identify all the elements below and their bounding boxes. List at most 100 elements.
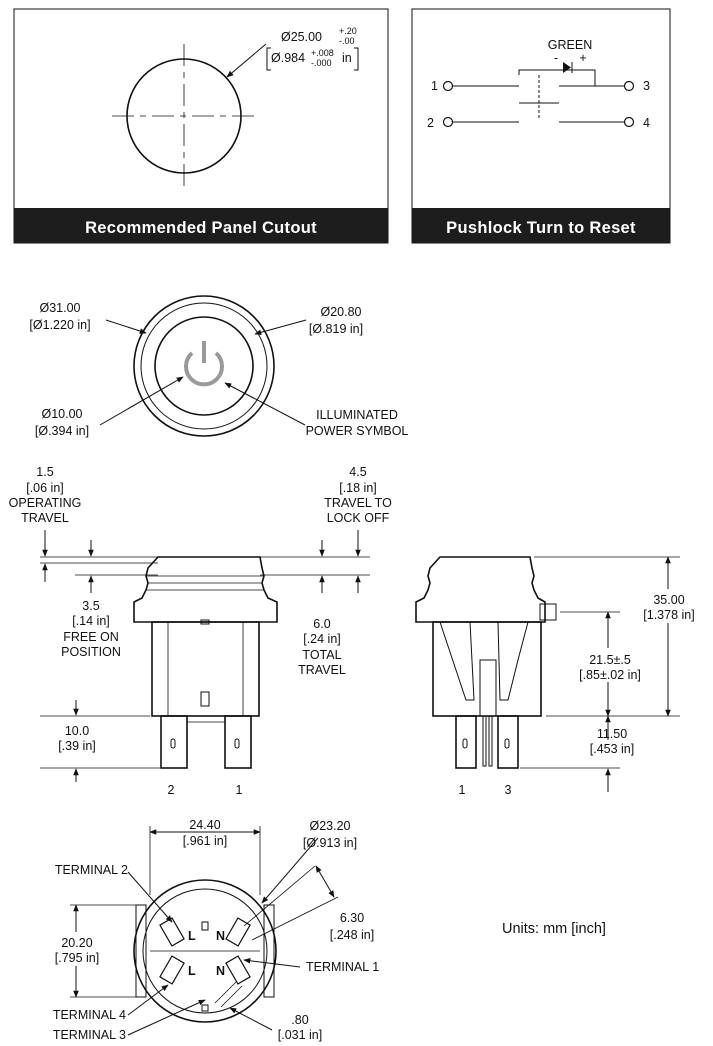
panel-cutout-frame	[13, 8, 389, 244]
spacing-in: [.248 in]	[330, 928, 374, 942]
bottom-terminal-3	[225, 955, 251, 985]
side2-terminal-1-num: 1	[459, 783, 466, 797]
side2-pin-b	[488, 715, 493, 767]
side2-terminal-1	[455, 715, 477, 769]
spacing-ext-b	[251, 896, 339, 941]
total-travel-in: [.24 in]	[303, 632, 341, 646]
side2-bezel	[415, 556, 546, 623]
side2-clip-left	[439, 621, 475, 701]
housing-key	[200, 691, 210, 707]
total-travel-label-1: TOTAL	[302, 648, 341, 662]
symbol-dia-mm: Ø10.00	[41, 407, 82, 421]
lock-travel-label-2: LOCK OFF	[327, 511, 390, 525]
term-2-hole	[170, 738, 176, 749]
term-len-in: [.39 in]	[58, 739, 96, 753]
terminal-2-leader	[127, 871, 173, 923]
side-view-left: 1.5 [.06 in] OPERATING TRAVEL 4.5 [.18 i…	[9, 465, 392, 797]
power-symbol-icon	[184, 351, 224, 387]
schematic-banner-bg	[412, 208, 670, 243]
lock-travel-label-1: TRAVEL TO	[324, 496, 392, 510]
bottom-terminal-2	[159, 917, 185, 947]
op-travel-label-2: TRAVEL	[21, 511, 69, 525]
free-pos-label-2: POSITION	[61, 645, 121, 659]
outer-dia-mm: Ø31.00	[39, 301, 80, 315]
bottom-n-mark-top: N	[216, 929, 225, 943]
schematic-terminal-4: 4	[643, 116, 650, 130]
side2-term-1-hole	[462, 738, 468, 749]
cutout-bracket-right	[354, 47, 359, 71]
schematic-terminal-3: 3	[643, 79, 650, 93]
term-1-hole	[234, 738, 240, 749]
cutout-bracket-left	[266, 47, 271, 71]
inner-dia-in: [Ø.819 in]	[309, 322, 363, 336]
schematic-terminal-1: 1	[431, 79, 438, 93]
button-face-circle	[154, 316, 254, 416]
bottom-terminal-1	[225, 917, 251, 947]
terminal-3-label: TERMINAL 3	[53, 1028, 126, 1042]
panel-cutout-banner: Recommended Panel Cutout	[85, 219, 317, 237]
outer-dia-in: [Ø1.220 in]	[29, 318, 90, 332]
free-pos-mm: 3.5	[82, 599, 99, 613]
led-diode-icon	[563, 62, 571, 73]
symbol-label-1: ILLUMINATED	[316, 408, 398, 422]
schematic-section: Pushlock Turn to Reset 1 2 3 4 GREEN - +	[411, 8, 671, 244]
free-pos-label-1: FREE ON	[63, 630, 119, 644]
inner-dia-leader	[254, 319, 307, 336]
spacing-ext-a	[243, 865, 316, 927]
inner-dia-mm: Ø20.80	[320, 305, 361, 319]
width-mm: 24.40	[189, 818, 220, 832]
body-label-bg	[572, 648, 650, 682]
thk-in: [.031 in]	[278, 1028, 322, 1042]
side2-term-3-hole	[504, 738, 510, 749]
bottom-dia-in: [Ø.913 in]	[303, 836, 357, 850]
symbol-label-2: POWER SYMBOL	[306, 424, 409, 438]
bottom-outer-circle	[133, 879, 277, 1023]
spacing-dim-arrow	[315, 865, 335, 898]
lock-travel-in: [.18 in]	[339, 481, 377, 495]
width-in: [.961 in]	[183, 834, 227, 848]
term-4-node	[623, 116, 635, 128]
side2-clip-right	[497, 621, 529, 701]
thk-ext-b	[220, 985, 243, 1008]
thk-ext-a	[214, 981, 237, 1004]
schematic-terminal-2: 2	[427, 116, 434, 130]
bottom-l-mark-bottom: L	[188, 964, 196, 978]
cutout-tol-in-minus: -.000	[311, 58, 332, 68]
term-3-node	[623, 80, 635, 92]
led-loop	[518, 69, 596, 87]
symbol-dia-leader	[99, 376, 184, 426]
cutout-leader	[226, 43, 267, 78]
side-terminal-1-num: 1	[236, 783, 243, 797]
spacing-mm: 6.30	[340, 911, 364, 925]
side-bezel	[133, 556, 278, 623]
bottom-height-mm: 20.20	[61, 936, 92, 950]
terminal-4-leader	[127, 984, 169, 1016]
bottom-dia-leader	[261, 837, 319, 904]
housing-slot	[200, 619, 210, 625]
bezel-outer-circle	[133, 295, 275, 437]
term-1-node	[442, 80, 454, 92]
bottom-height-in: [.795 in]	[55, 951, 99, 965]
bottom-inner-circle	[142, 888, 268, 1014]
bezel-ring-circle	[140, 302, 268, 430]
terminal-4-label: TERMINAL 4	[53, 1008, 126, 1022]
side-terminal-2	[160, 715, 188, 769]
term-2-node	[442, 116, 454, 128]
body-in: [.85±.02 in]	[579, 668, 641, 682]
thk-leader	[229, 1007, 273, 1031]
side2-center-post	[479, 659, 497, 717]
op-travel-in: [.06 in]	[26, 481, 64, 495]
symbol-dia-in: [Ø.394 in]	[35, 424, 89, 438]
outer-dia-leader	[105, 319, 147, 334]
total-travel-mm: 6.0	[313, 617, 330, 631]
op-travel-mm: 1.5	[36, 465, 53, 479]
side2-terminal-3	[497, 715, 519, 769]
terminal-2-label: TERMINAL 2	[55, 863, 128, 877]
bottom-l-mark-top: L	[188, 929, 196, 943]
cutout-tol-in-plus: +.008	[311, 48, 334, 58]
led-minus: -	[554, 51, 558, 65]
body-mm: 21.5±.5	[589, 653, 631, 667]
bottom-height-label-bg	[44, 932, 110, 966]
terminal-3-leader	[127, 999, 206, 1036]
